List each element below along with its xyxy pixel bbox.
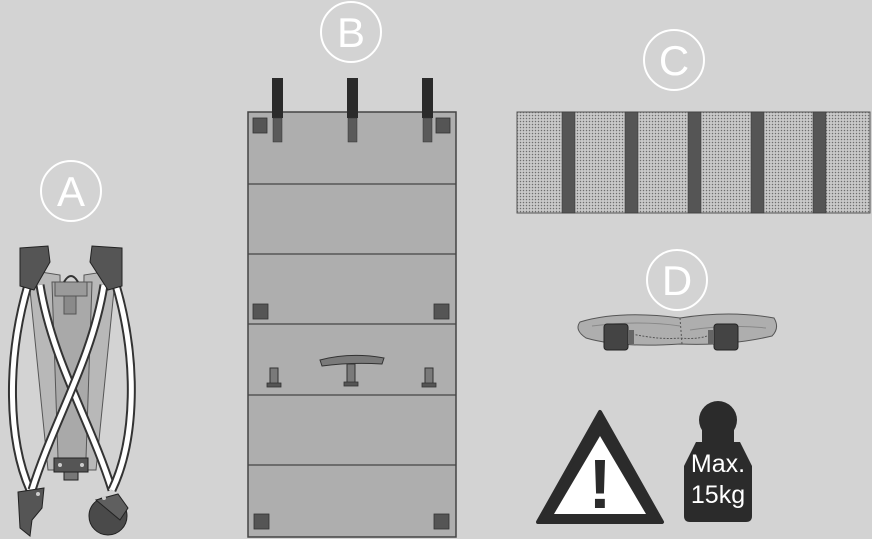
label-circle-a	[40, 160, 102, 222]
part-b-mattress: B	[247, 1, 457, 538]
part-a-folded-frame: A	[7, 160, 136, 537]
weight-label-value: 15kg	[691, 481, 745, 509]
max-weight-sign: Max. 15kg	[684, 401, 752, 522]
part-d-rolled-bag: D	[577, 249, 778, 351]
weight-label-max: Max.	[691, 450, 745, 478]
label-c: C	[659, 37, 689, 84]
label-d: D	[662, 257, 692, 304]
part-c-mesh-panel: C	[516, 29, 871, 214]
label-b: B	[337, 9, 365, 56]
label-circle-c	[643, 29, 705, 91]
warning-exclamation: !	[588, 445, 611, 523]
label-a: A	[57, 168, 85, 215]
label-circle-d	[646, 249, 708, 311]
warning-sign: !	[536, 410, 664, 524]
label-circle-b	[320, 1, 382, 63]
